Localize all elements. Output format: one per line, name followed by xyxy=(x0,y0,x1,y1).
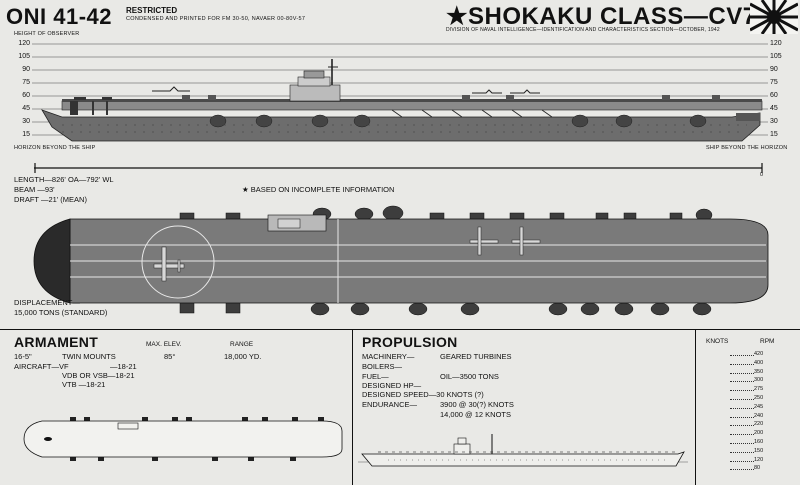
knots-row-leader xyxy=(730,457,754,462)
horizon-left-label: HORIZON BEYOND THE SHIP xyxy=(14,145,96,151)
knots-row-leader xyxy=(730,360,754,365)
rpm-value: 400 xyxy=(754,359,764,366)
scale-label: 30 xyxy=(22,118,30,125)
division-line: DIVISION OF NAVAL INTELLIGENCE—IDENTIFIC… xyxy=(446,27,720,33)
knots-row-leader xyxy=(730,439,754,444)
knots-row-leader xyxy=(730,448,754,453)
armament-title: ARMAMENT xyxy=(14,334,99,350)
knots-row-leader xyxy=(730,369,754,374)
scale-label: 120 xyxy=(770,40,782,47)
displacement-value: 15,000 TONS (STANDARD) xyxy=(14,308,108,317)
knots-row-leader xyxy=(730,351,754,356)
rpm-value: 150 xyxy=(754,447,764,454)
aircraft-vf: —18-21 xyxy=(110,362,137,371)
gun-count: 16-5" xyxy=(14,352,32,361)
scale-label: 105 xyxy=(770,53,782,60)
designed-speed-label: DESIGNED SPEED—30 KNOTS (?) xyxy=(362,390,484,399)
fuel-value: OIL—3500 TONS xyxy=(440,372,499,381)
ship-profile-illustration xyxy=(32,55,768,155)
aircraft-label: AIRCRAFT—VF xyxy=(14,362,69,371)
endurance-label: ENDURANCE— xyxy=(362,400,418,409)
draft-value: DRAFT —21' (MEAN) xyxy=(14,195,87,204)
rpm-header: RPM xyxy=(760,338,775,345)
knots-row-leader xyxy=(730,377,754,383)
knots-row-leader xyxy=(730,465,754,471)
rpm-value: 245 xyxy=(754,403,764,410)
scale-label: 90 xyxy=(770,66,778,73)
displacement-label: DISPLACEMENT— xyxy=(14,298,80,307)
fuel-label: FUEL— xyxy=(362,372,389,381)
beam-value: BEAM —93' xyxy=(14,185,55,194)
scale-label: 120 xyxy=(18,40,30,47)
rising-sun-flag-icon xyxy=(749,0,799,39)
height-of-observer-label: HEIGHT OF OBSERVER xyxy=(14,31,80,37)
propulsion-title: PROPULSION xyxy=(362,334,458,350)
scale-label: 15 xyxy=(22,131,30,138)
gun-range: 18,000 YD. xyxy=(224,352,262,361)
rpm-value: 220 xyxy=(754,421,764,428)
section-divider xyxy=(695,330,696,485)
small-profile-illustration xyxy=(358,430,688,480)
endurance-value-1: 3900 @ 30(?) KNOTS xyxy=(440,400,514,409)
flight-deck-plan-illustration xyxy=(30,205,770,325)
knots-row-leader xyxy=(730,430,754,436)
endurance-value-2: 14,000 @ 12 KNOTS xyxy=(440,410,511,419)
rpm-value: 80 xyxy=(754,465,761,472)
scale-label: 75 xyxy=(770,79,778,86)
restricted-label: RESTRICTED xyxy=(126,6,178,15)
scale-label: 45 xyxy=(770,105,778,112)
knots-row-leader xyxy=(730,386,754,392)
length-scale-bar xyxy=(34,160,764,178)
max-elev-header: MAX. ELEV. xyxy=(146,341,182,348)
scale-label: 60 xyxy=(22,92,30,99)
knots-row-leader xyxy=(730,421,754,427)
scale-label: 45 xyxy=(22,105,30,112)
machinery-value: GEARED TURBINES xyxy=(440,352,512,361)
aircraft-vtb: VTB —18-21 xyxy=(62,380,106,389)
scale-label: 60 xyxy=(770,92,778,99)
ship-class-title: ★SHOKAKU CLASS—CV7-8 xyxy=(446,3,779,30)
rpm-value: 120 xyxy=(754,456,764,463)
rpm-value: 250 xyxy=(754,395,764,401)
rpm-value: 200 xyxy=(754,430,764,437)
rpm-value: 300 xyxy=(754,377,764,384)
horizon-right-label: SHIP BEYOND THE HORIZON xyxy=(706,145,788,151)
designed-hp-label: DESIGNED HP— xyxy=(362,381,422,390)
boilers-label: BOILERS— xyxy=(362,362,403,371)
rpm-value: 275 xyxy=(754,386,764,393)
length-value: LENGTH—826' OA—792' WL xyxy=(14,175,114,184)
knots-header: KNOTS xyxy=(706,338,729,345)
knots-row-leader xyxy=(730,395,754,400)
section-divider xyxy=(352,330,353,485)
scale-label: 75 xyxy=(22,79,30,86)
small-plan-illustration xyxy=(22,405,344,475)
rpm-value: 240 xyxy=(754,412,764,419)
section-divider xyxy=(0,329,800,330)
knots-row-leader xyxy=(730,413,754,418)
machinery-label: MACHINERY— xyxy=(362,352,415,361)
scale-label: 15 xyxy=(770,131,778,138)
rpm-value: 350 xyxy=(754,368,764,375)
scale-label: 30 xyxy=(770,118,778,125)
rpm-value: 420 xyxy=(754,351,764,357)
condensed-note: CONDENSED AND PRINTED FOR FM 30-50, NAVA… xyxy=(126,16,306,22)
incomplete-info-note: ★ BASED ON INCOMPLETE INFORMATION xyxy=(242,185,395,194)
aircraft-vdb: VDB OR VSB—18-21 xyxy=(62,371,135,380)
scale-label: 105 xyxy=(18,53,30,60)
knots-row-leader xyxy=(730,404,754,409)
scale-label: 90 xyxy=(22,66,30,73)
range-header: RANGE xyxy=(230,341,254,348)
rpm-value: 160 xyxy=(754,439,764,445)
document-number: ONI 41-42 xyxy=(6,4,112,29)
gun-elevation: 85° xyxy=(164,352,176,361)
gun-mount: TWIN MOUNTS xyxy=(62,352,116,361)
scale-zero-label: 0 xyxy=(760,172,764,178)
